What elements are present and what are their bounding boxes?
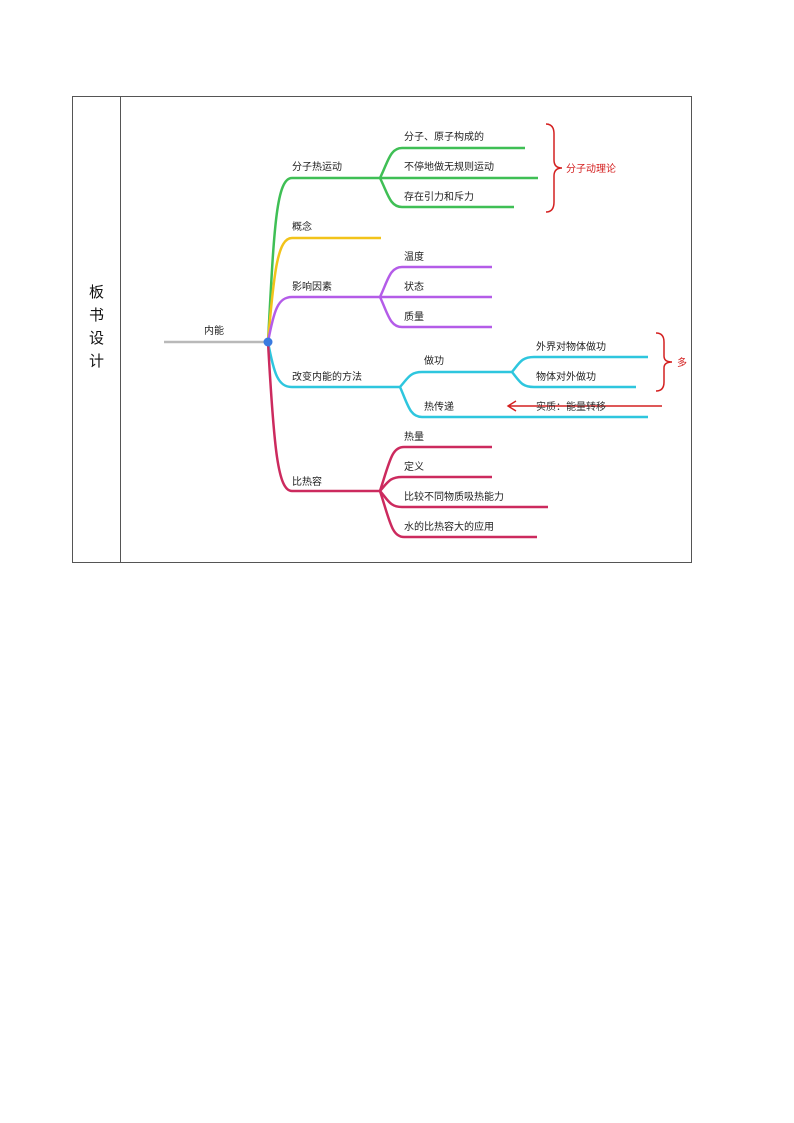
sub-work-by: 物体对外做功: [536, 370, 596, 383]
leaf-line-heat-3: [379, 490, 548, 509]
leaf-line-molecular-1: [378, 146, 525, 179]
leaf-heat-transfer: 热传递: [424, 400, 454, 413]
branch-label-factors: 影响因素: [292, 280, 332, 293]
branch-line-methods: [266, 341, 400, 389]
leaf-molecular-3: 存在引力和斥力: [404, 190, 474, 203]
leaf-heat-1: 热量: [404, 430, 424, 443]
branch-label-methods: 改变内能的方法: [292, 370, 362, 383]
branch-label-molecular-motion: 分子热运动: [292, 160, 342, 173]
sub-line-work-by: [511, 371, 636, 389]
root-label: 内能: [204, 324, 224, 337]
brace-work: [655, 332, 673, 392]
branch-line-specific-heat: [266, 341, 380, 493]
row-label-cell: 板书设计: [73, 97, 121, 562]
leaf-molecular-1: 分子、原子构成的: [404, 130, 484, 143]
root-node-dot: [263, 337, 273, 347]
leaf-line-molecular-3: [378, 177, 514, 209]
brace-molecular-theory: [545, 123, 563, 213]
leaf-factors-3: 质量: [404, 311, 424, 323]
annotation-molecular-theory: 分子动理论: [566, 162, 616, 175]
leaf-line-heat-4: [378, 490, 537, 539]
leaf-factors-2: 状态: [404, 280, 424, 293]
branch-line-concept: [266, 236, 381, 343]
sub-line-work-on: [511, 355, 648, 373]
leaf-line-heat-transfer: [398, 386, 648, 419]
leaf-factors-1: 温度: [404, 250, 424, 263]
row-label: 板书设计: [87, 283, 105, 376]
leaf-line-heat-2: [379, 475, 492, 492]
leaf-line-factors-3: [378, 296, 492, 329]
sub-work-on: 外界对物体做功: [536, 340, 606, 353]
branch-label-concept: 概念: [292, 220, 312, 233]
annotation-cut: 多: [677, 356, 687, 369]
leaf-work: 做功: [424, 354, 444, 367]
leaf-molecular-2: 不停地做无规则运动: [404, 160, 494, 173]
branch-line-factors: [266, 295, 380, 343]
leaf-line-work: [399, 370, 512, 388]
board-design-table: 板书设计: [72, 96, 692, 563]
leaf-line-heat-1: [378, 445, 492, 492]
annotation-essence: 实质：能量转移: [536, 400, 606, 413]
branch-label-specific-heat: 比热容: [292, 475, 322, 488]
leaf-heat-4: 水的比热容大的应用: [404, 520, 494, 533]
arrow-essence: [506, 400, 662, 412]
branch-line-molecular-motion: [266, 176, 380, 343]
leaf-heat-2: 定义: [404, 460, 424, 473]
leaf-heat-3: 比较不同物质吸热能力: [404, 490, 504, 503]
leaf-line-factors-1: [378, 265, 492, 298]
